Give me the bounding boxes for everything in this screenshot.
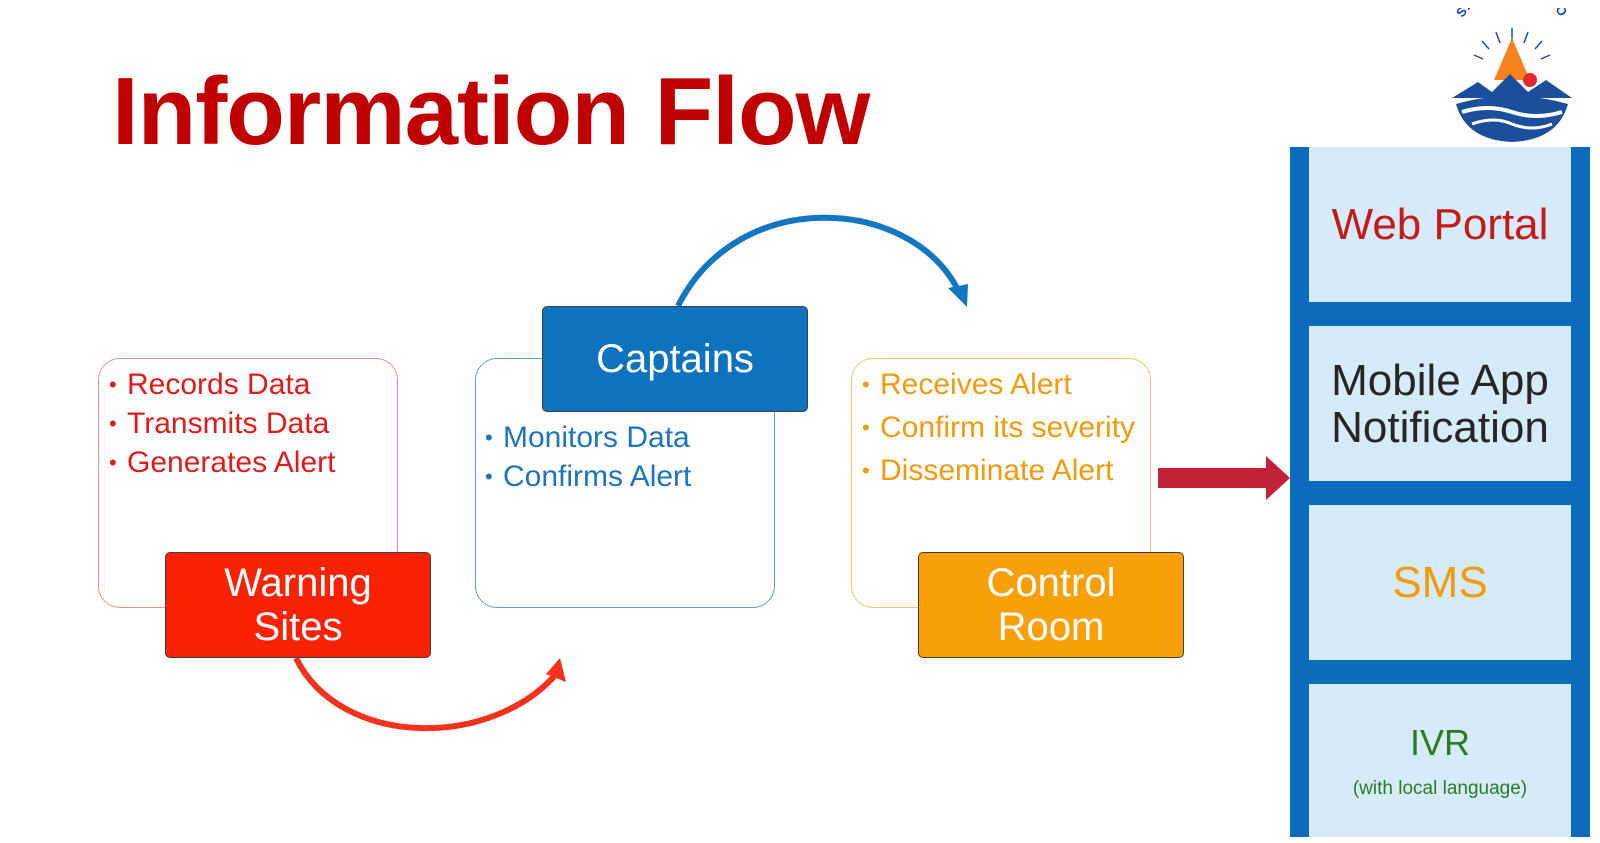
captains-to-control-arrowhead: [948, 284, 968, 307]
warning-to-captains-arrowhead: [546, 658, 566, 682]
list-item: Confirm its severity: [862, 408, 1152, 447]
channel-sublabel: (with local language): [1352, 777, 1528, 799]
channel-label: Mobile App: [1331, 355, 1549, 405]
captains-points: Monitors Data Confirms Alert: [485, 418, 691, 496]
list-item: Transmits Data: [109, 404, 335, 443]
output-arrow-shaft: [1158, 468, 1268, 488]
output-arrow-head: [1266, 456, 1290, 500]
captains-to-control-arrow: [675, 214, 961, 308]
channel-label: IVR: [1409, 721, 1470, 763]
list-item: Monitors Data: [485, 418, 691, 457]
channel-ivr: IVR (with local language): [1309, 684, 1571, 837]
page-title: Information Flow: [112, 58, 870, 165]
control-room-label: Control Room: [918, 552, 1184, 658]
list-item: Confirms Alert: [485, 457, 691, 496]
control-room-points: Receives Alert Confirm its severity Diss…: [862, 365, 1152, 494]
channel-label: Notification: [1331, 402, 1549, 452]
list-item: Receives Alert: [862, 365, 1152, 404]
list-item: Records Data: [109, 365, 335, 404]
list-item: Disseminate Alert: [862, 451, 1152, 490]
list-item: Generates Alert: [109, 443, 335, 482]
warning-sites-label: Warning Sites: [165, 552, 431, 658]
channel-label: Web Portal: [1331, 200, 1549, 249]
captains-label: Captains: [542, 306, 808, 412]
warning-to-captains-arrow: [293, 656, 561, 732]
warning-sites-points: Records Data Transmits Data Generates Al…: [109, 365, 335, 482]
channel-label: SMS: [1392, 558, 1488, 607]
channel-web-portal: Web Portal: [1309, 147, 1571, 302]
channel-mobile-app: Mobile App Notification: [1309, 326, 1571, 481]
channel-sms: SMS: [1309, 505, 1571, 660]
salamat-raho-logo: SALAMAT RAHO: [1452, 8, 1572, 142]
